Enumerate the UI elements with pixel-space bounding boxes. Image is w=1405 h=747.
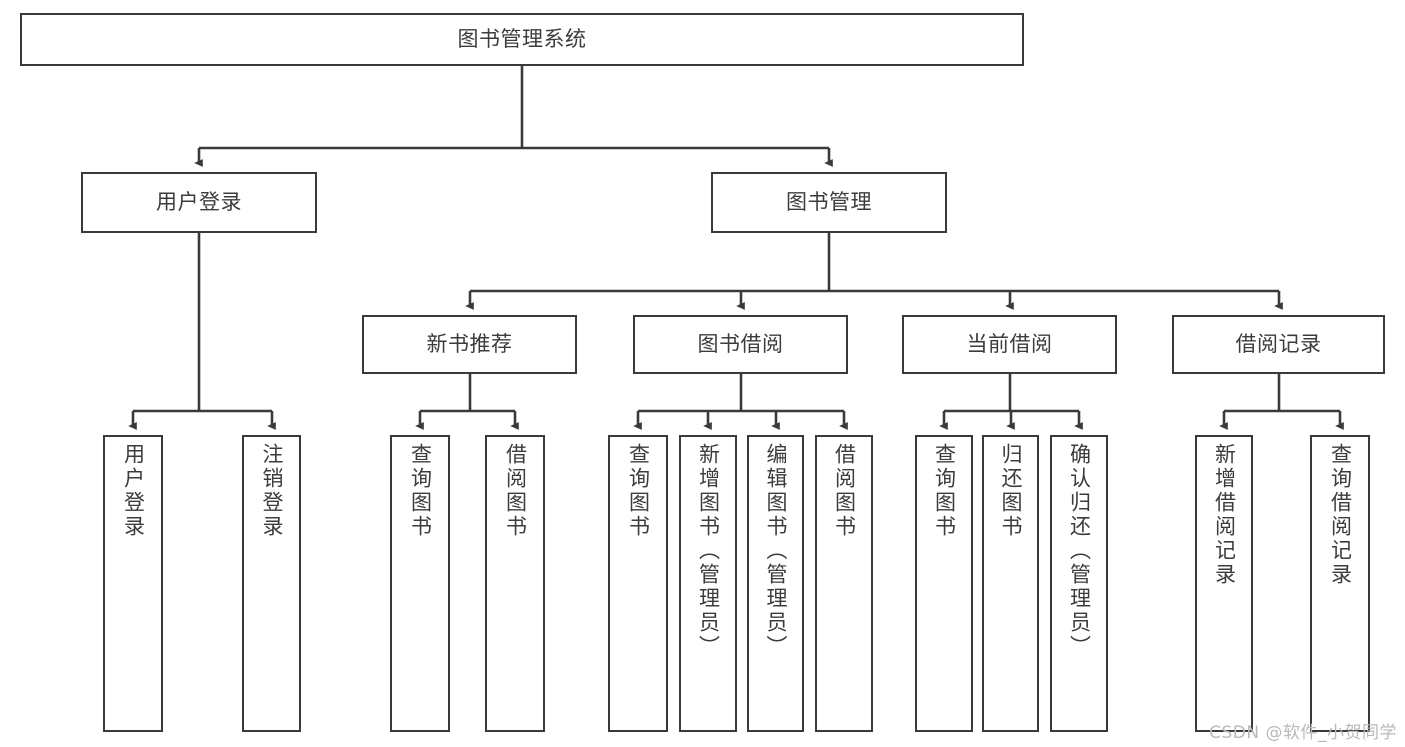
node-label-borrow-record: 借阅记录 <box>1235 331 1322 356</box>
node-leaf-query-book-3[interactable]: 查询图书 <box>915 435 973 732</box>
node-leaf-add-book[interactable]: 新增图书（管理员） <box>679 435 737 732</box>
node-book-borrow[interactable]: 图书借阅 <box>633 315 848 374</box>
node-label-leaf-return-book: 归还图书 <box>999 443 1023 539</box>
node-label-book-manage: 图书管理 <box>786 189 872 214</box>
node-label-user-login: 用户登录 <box>156 189 242 214</box>
node-leaf-add-record[interactable]: 新增借阅记录 <box>1195 435 1253 732</box>
node-label-leaf-query-book-3: 查询图书 <box>932 443 957 539</box>
node-leaf-return-book[interactable]: 归还图书 <box>982 435 1039 732</box>
csdn-watermark: CSDN @软件_小贺同学 <box>1209 723 1397 743</box>
node-user-login[interactable]: 用户登录 <box>81 172 317 233</box>
node-leaf-query-book-1[interactable]: 查询图书 <box>390 435 450 732</box>
node-label-root: 图书管理系统 <box>457 26 587 51</box>
node-label-leaf-user-logout: 注销登录 <box>260 443 284 539</box>
node-label-current-borrow: 当前借阅 <box>966 331 1053 356</box>
node-leaf-query-book-2[interactable]: 查询图书 <box>608 435 668 732</box>
node-leaf-user-logout[interactable]: 注销登录 <box>242 435 301 732</box>
node-leaf-borrow-book-2[interactable]: 借阅图书 <box>815 435 873 732</box>
node-new-book-recommend[interactable]: 新书推荐 <box>362 315 577 374</box>
node-current-borrow[interactable]: 当前借阅 <box>902 315 1117 374</box>
node-label-leaf-add-book: 新增图书（管理员） <box>696 443 721 659</box>
node-label-book-borrow: 图书借阅 <box>697 331 784 356</box>
node-leaf-borrow-book-1[interactable]: 借阅图书 <box>485 435 545 732</box>
node-label-leaf-borrow-book-1: 借阅图书 <box>503 443 528 539</box>
node-label-new-book-recommend: 新书推荐 <box>426 331 513 356</box>
node-label-leaf-query-book-1: 查询图书 <box>408 443 433 539</box>
node-book-manage[interactable]: 图书管理 <box>711 172 947 233</box>
node-label-leaf-borrow-book-2: 借阅图书 <box>832 443 857 539</box>
node-label-leaf-edit-book: 编辑图书（管理员） <box>764 443 788 659</box>
node-leaf-confirm-return[interactable]: 确认归还（管理员） <box>1050 435 1108 732</box>
node-label-leaf-add-record: 新增借阅记录 <box>1212 443 1237 587</box>
node-label-leaf-user-login: 用户登录 <box>121 443 146 539</box>
node-root[interactable]: 图书管理系统 <box>20 13 1024 66</box>
node-leaf-user-login[interactable]: 用户登录 <box>103 435 163 732</box>
node-borrow-record[interactable]: 借阅记录 <box>1172 315 1385 374</box>
node-label-leaf-query-book-2: 查询图书 <box>626 443 651 539</box>
node-leaf-query-record[interactable]: 查询借阅记录 <box>1310 435 1370 732</box>
node-leaf-edit-book[interactable]: 编辑图书（管理员） <box>747 435 804 732</box>
node-label-leaf-confirm-return: 确认归还（管理员） <box>1067 443 1092 659</box>
node-label-leaf-query-record: 查询借阅记录 <box>1328 443 1353 587</box>
